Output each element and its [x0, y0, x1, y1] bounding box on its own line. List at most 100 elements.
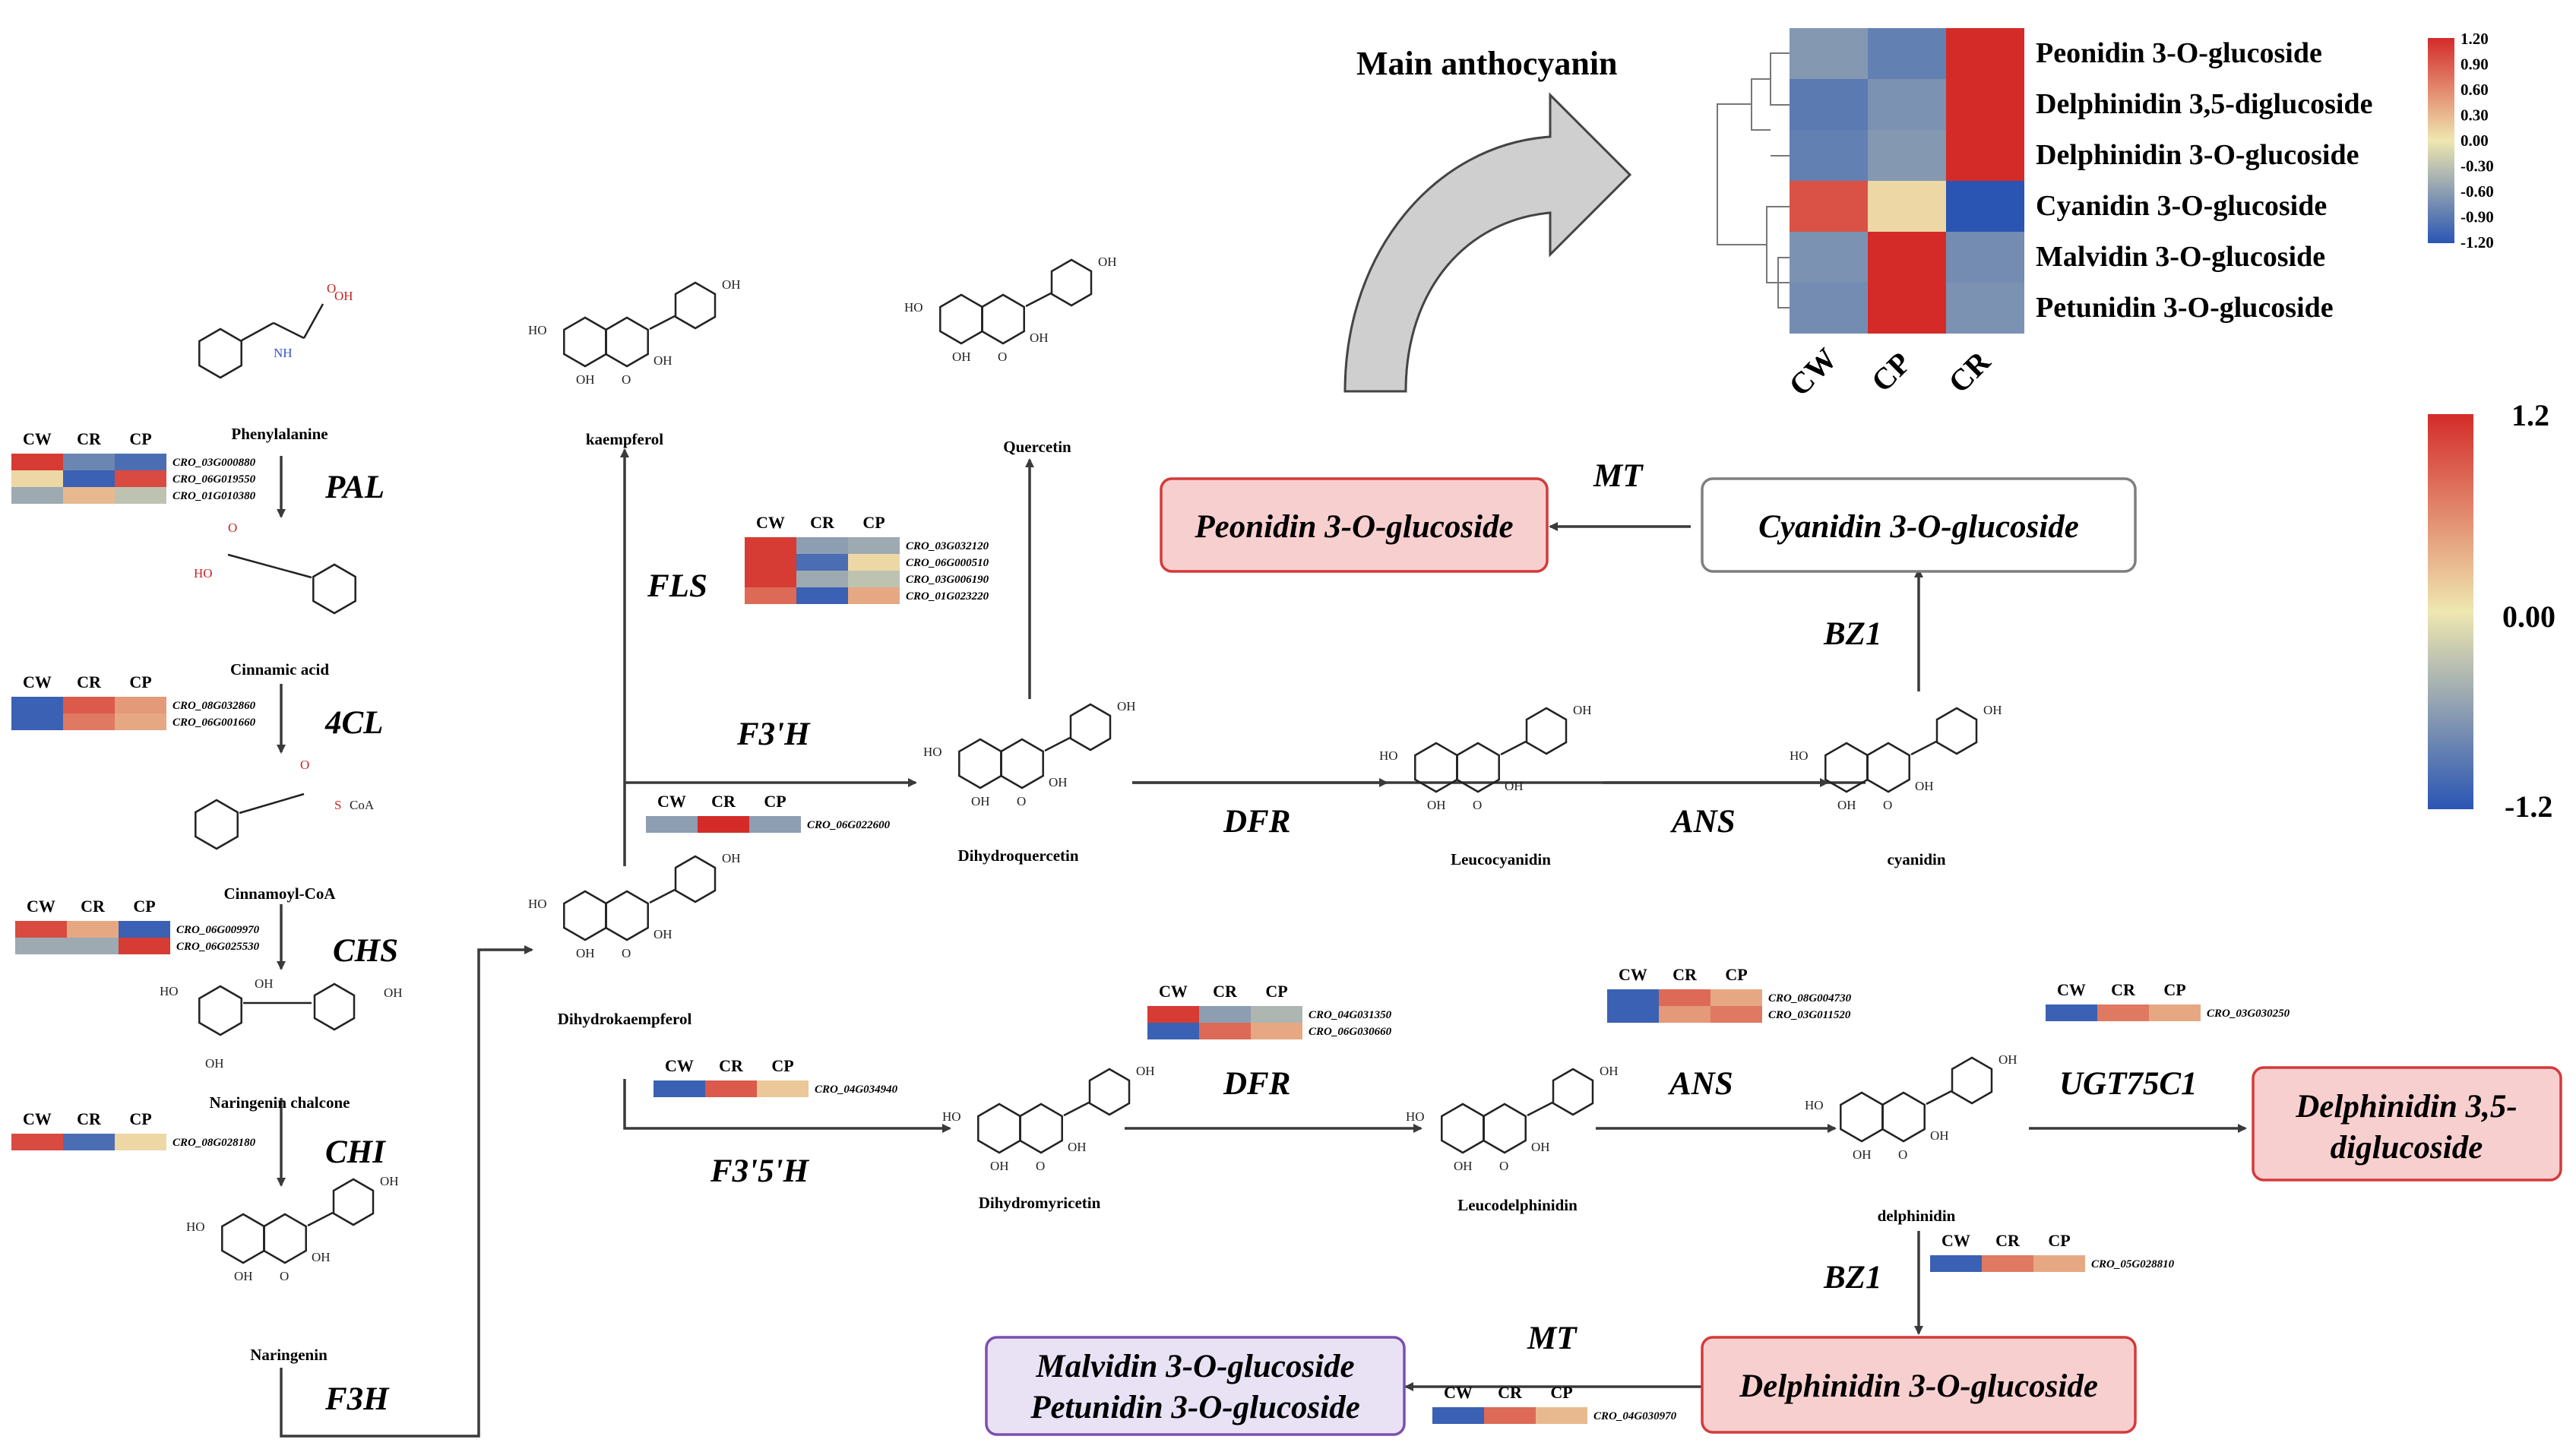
antho-heat-cell	[1868, 181, 1946, 232]
atom-label: OH	[653, 927, 672, 941]
ring-bond	[1483, 1103, 1527, 1154]
gene-heat-cell	[698, 816, 749, 833]
gene-heat-col-label: CW	[756, 513, 785, 532]
gene-heat-cell	[11, 713, 63, 730]
gene-heat-cell	[1659, 1006, 1710, 1023]
bond	[227, 553, 312, 579]
atom-label: O	[228, 520, 237, 535]
atom-label: OH	[1505, 779, 1524, 793]
gene-heat-col-label: CR	[1498, 1383, 1523, 1402]
antho-row-label: Cyanidin 3-O-glucoside	[2036, 190, 2327, 222]
box-delph-35	[2252, 1066, 2562, 1182]
atom-label: OH	[1600, 1064, 1619, 1078]
atom-label: OH	[1454, 1159, 1473, 1173]
atom-label: OH	[1427, 798, 1446, 812]
gene-heat-col-label: CP	[1550, 1383, 1572, 1402]
ring-bond	[1441, 1103, 1485, 1154]
ring-bond	[221, 1213, 265, 1264]
big-scale-mid: 0.00	[2502, 600, 2555, 634]
bond	[1910, 740, 1937, 756]
gene-heat-cell	[1432, 1407, 1484, 1424]
gene-heat-cell	[63, 470, 115, 487]
ring-bond	[1866, 742, 1910, 793]
ring-bond	[1088, 1068, 1131, 1116]
ring-bond	[195, 799, 239, 850]
atom-label: HO	[942, 1109, 961, 1124]
gene-id-label: CRO_04G031350	[1309, 1009, 1392, 1021]
gene-id-label: CRO_03G000880	[172, 457, 256, 469]
compound-cyanidin: cyanidin	[1887, 850, 1945, 868]
atom-label: O	[622, 946, 631, 960]
antho-heat-cell	[1868, 28, 1946, 79]
atom-label: OH	[255, 976, 274, 991]
compound-leucocyanidin: Leucocyanidin	[1451, 850, 1551, 868]
big-scale-labels: 1.2 0.00 -1.2	[2502, 398, 2555, 824]
compound-naringenin: Naringenin	[250, 1346, 328, 1364]
compound-cinnamoyl: Cinnamoyl-CoA	[223, 884, 336, 903]
bond	[239, 793, 305, 815]
enzyme-chi: CHI	[325, 1134, 386, 1170]
bond	[307, 1211, 334, 1227]
atom-label: HO	[1406, 1109, 1425, 1124]
atom-label: O	[300, 758, 309, 772]
gene-heat-cell	[1982, 1255, 2033, 1272]
enzyme-mt-1: MT	[1593, 458, 1644, 494]
gene-id-label: CRO_01G010380	[172, 490, 256, 502]
antho-row-label: Delphinidin 3-O-glucoside	[2036, 139, 2359, 171]
big-color-scale	[2428, 414, 2473, 809]
gene-id-label: CRO_06G030660	[1309, 1026, 1392, 1038]
gene-heat-cell	[1484, 1407, 1536, 1424]
box-petunidin-label: Petunidin 3-O-glucoside	[1030, 1390, 1360, 1425]
gene-heat-col-label: CW	[23, 1109, 52, 1128]
compound-leucodelph: Leucodelphinidin	[1457, 1196, 1578, 1214]
gene-id-label: CRO_04G034940	[815, 1084, 898, 1096]
antho-heat-cell	[1790, 232, 1868, 283]
atom-label: O	[1017, 794, 1026, 808]
atom-label: O	[1036, 1159, 1045, 1173]
ring-bond	[674, 855, 717, 903]
diagram-title: Main anthocyanin	[1356, 45, 1618, 82]
antho-heat-cell	[1946, 232, 2024, 283]
gene-heat-cell	[745, 587, 796, 604]
gene-heat-cell	[848, 537, 900, 554]
enzyme-f3h: F3H	[324, 1381, 390, 1417]
gene-heat-col-label: CR	[1673, 965, 1698, 984]
gene-heat-cell	[705, 1080, 757, 1097]
gene-heat-col-label: CP	[862, 513, 885, 532]
atom-label: OH	[1117, 699, 1136, 713]
ring-bond	[958, 738, 1002, 789]
gene-heat-cell	[2097, 1004, 2149, 1021]
compound-labels: Phenylalanine Cinnamic acid Cinnamoyl-Co…	[210, 425, 1956, 1364]
enzyme-ans-1: ANS	[1669, 804, 1736, 840]
gene-heat-cell	[796, 537, 848, 554]
bond	[1527, 1101, 1553, 1117]
enzyme-dfr-2: DFR	[1223, 1066, 1290, 1102]
gene-heat-col-label: CP	[2048, 1231, 2070, 1250]
gene-heat-col-label: CP	[129, 672, 151, 691]
compound-delphinidin: delphinidin	[1878, 1207, 1956, 1225]
antho-heat-cell	[1868, 283, 1946, 334]
heatmap-dendrogram	[1717, 52, 1790, 308]
gene-heat-col-label: CP	[764, 792, 786, 811]
ring-bond	[1414, 742, 1458, 793]
atom-label: OH	[234, 1269, 253, 1283]
atom-label: OH	[952, 350, 971, 364]
ring-bond	[1935, 707, 1978, 755]
gene-heat-cell	[1710, 1006, 1762, 1023]
ring-bond	[977, 1103, 1021, 1154]
atom-label: O	[1898, 1147, 1907, 1162]
gene-heat-col-label: CP	[129, 429, 151, 448]
gene-id-label: CRO_06G009970	[176, 924, 260, 936]
ring-bond	[1456, 742, 1500, 793]
atom-label: HO	[1805, 1098, 1824, 1112]
compound-kaempferol: kaempferol	[586, 430, 663, 448]
atom-label: OH	[1930, 1128, 1949, 1143]
gene-heat-col-label: CR	[81, 897, 106, 916]
enzyme-fls: FLS	[647, 568, 707, 604]
